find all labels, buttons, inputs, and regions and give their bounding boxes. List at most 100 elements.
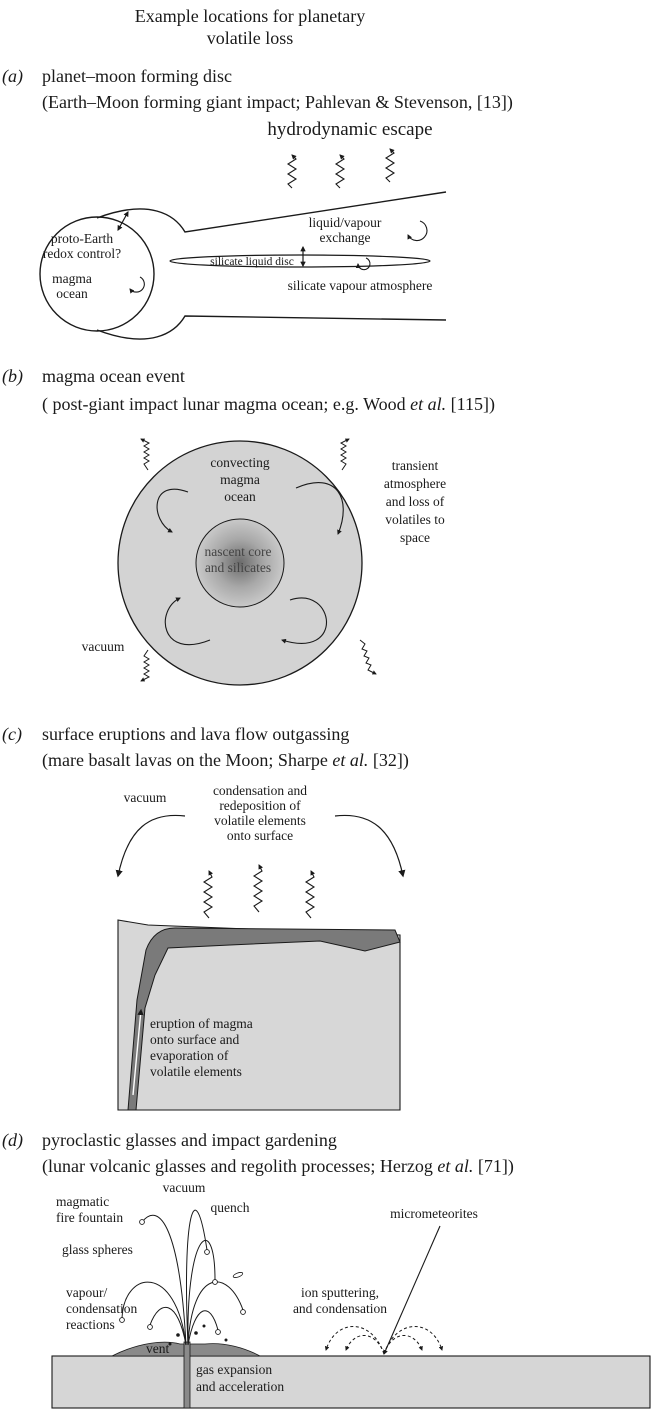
vacuum-label-b: vacuum	[82, 639, 125, 654]
micrometeorites-label: micrometeorites	[390, 1206, 478, 1221]
redox-control-label: redox control?	[43, 246, 121, 261]
magma-label-b: magma	[220, 472, 260, 487]
panel-b: (b) magma ocean event ( post-giant impac…	[2, 366, 495, 686]
panel-a: (a) planet–moon forming disc (Earth–Moon…	[2, 66, 513, 340]
trajectory-2	[185, 1209, 208, 1346]
vapour-atmosphere-label: silicate vapour atmosphere	[288, 278, 433, 293]
ejecta-particle	[202, 1324, 206, 1328]
convection-arrow-2	[295, 482, 344, 535]
condensation-label-3: volatile elements	[214, 813, 306, 828]
panel-b-subheading: ( post-giant impact lunar magma ocean; e…	[42, 394, 495, 415]
panel-d: (d) pyroclastic glasses and impact garde…	[2, 1130, 651, 1409]
glass-sphere	[119, 1317, 125, 1323]
ejecta-particle	[194, 1331, 198, 1335]
escape-arrow-2	[334, 154, 346, 189]
panel-d-letter: (d)	[2, 1130, 23, 1151]
panel-c-subheading: (mare basalt lavas on the Moon; Sharpe e…	[42, 750, 409, 771]
glass-sphere	[212, 1279, 218, 1285]
atmosphere-upper-boundary	[96, 191, 447, 233]
vapour-label-3: reactions	[66, 1317, 115, 1332]
trajectory-1	[141, 1214, 187, 1346]
exchange-label: exchange	[320, 230, 371, 245]
eruption-label-4: volatile elements	[150, 1064, 242, 1079]
trajectory-3	[187, 1239, 216, 1346]
loss-arrow-lower-right	[359, 639, 377, 675]
condensation-label-4: onto surface	[227, 828, 293, 843]
eruption-label-2: onto surface and	[150, 1032, 239, 1047]
panel-c-letter: (c)	[2, 724, 22, 745]
proto-earth-label: proto-Earth	[51, 231, 113, 246]
vacuum-label-c: vacuum	[124, 790, 167, 805]
regolith-surface	[51, 1355, 651, 1409]
vacuum-label-d: vacuum	[163, 1180, 206, 1195]
convection-arrow-4	[281, 597, 328, 644]
glass-sphere	[139, 1219, 145, 1225]
hydrodynamic-escape-label: hydrodynamic escape	[267, 119, 432, 140]
panel-a-subheading: (Earth–Moon forming giant impact; Pahlev…	[42, 92, 513, 113]
loss-arrow-lower-left	[140, 649, 151, 682]
ion-sputtering-label-1: ion sputtering,	[301, 1285, 379, 1300]
convecting-label: convecting	[210, 455, 269, 470]
transient-label-1: transient	[392, 458, 439, 473]
panel-b-heading: magma ocean event	[42, 366, 185, 386]
core-label-1: nascent core	[204, 544, 271, 559]
transient-label-2: atmosphere	[384, 476, 446, 491]
fire-fountain-label-2: fire fountain	[56, 1210, 123, 1225]
outgassing-arrow-3	[304, 870, 316, 919]
magma-circulation-arrow	[129, 276, 145, 294]
ocean-label-b: ocean	[224, 489, 256, 504]
panel-c-heading: surface eruptions and lava flow outgassi…	[42, 724, 349, 744]
ejecta-particle	[168, 1342, 172, 1346]
condensation-label-1: condensation and	[213, 783, 307, 798]
transient-label-4: volatiles to	[385, 512, 445, 527]
sputter-arc-inner-right	[383, 1335, 423, 1355]
glass-spheres-label: glass spheres	[62, 1242, 133, 1257]
eruption-label-1: eruption of magma	[150, 1016, 253, 1031]
gas-expansion-label-1: gas expansion	[196, 1362, 272, 1377]
sputter-arc-outer-left	[324, 1326, 385, 1355]
fire-fountain-label-1: magmatic	[56, 1194, 109, 1209]
vapour-label-1: vapour/	[66, 1285, 107, 1300]
nascent-core	[195, 518, 285, 608]
loss-arrow-upper-right	[339, 438, 350, 471]
glass-droplet	[232, 1272, 244, 1278]
panel-d-subheading: (lunar volcanic glasses and regolith pro…	[42, 1156, 514, 1177]
ion-sputtering-label-2: and condensation	[293, 1301, 387, 1316]
trajectory-6	[149, 1306, 187, 1346]
escape-arrow-1	[286, 154, 298, 189]
exchange-circulation-arrow	[407, 220, 428, 242]
panel-c: (c) surface eruptions and lava flow outg…	[2, 724, 409, 1111]
disc-label: silicate liquid disc	[210, 256, 294, 268]
eruption-label-3: evaporation of	[150, 1048, 229, 1063]
convection-arrow-3	[164, 597, 211, 646]
core-label-2: and silicates	[205, 560, 271, 575]
ejecta-particle	[176, 1333, 180, 1337]
redeposition-arrow-right	[334, 814, 406, 878]
figure-title-line-1: Example locations for planetary	[135, 6, 365, 26]
glass-sphere	[215, 1329, 221, 1335]
figure-title-line-2: volatile loss	[207, 28, 294, 48]
ocean-label: ocean	[56, 286, 88, 301]
magma-label: magma	[52, 271, 92, 286]
convection-arrow-1	[156, 488, 189, 533]
trajectory-4	[121, 1281, 187, 1346]
escape-arrow-3	[384, 148, 396, 183]
gas-expansion-label-2: and acceleration	[196, 1379, 284, 1394]
quench-label: quench	[211, 1200, 250, 1215]
trajectory-7	[187, 1310, 219, 1346]
outgassing-arrow-2	[252, 864, 264, 913]
ejecta-particle	[224, 1338, 228, 1342]
transient-label-3: and loss of	[386, 494, 445, 509]
condensation-label-2: redeposition of	[219, 798, 301, 813]
micrometeorite-arrow	[383, 1225, 441, 1355]
loss-arrow-upper-left	[140, 438, 151, 471]
glass-sphere	[240, 1309, 246, 1315]
volcanic-vent-conduit	[183, 1341, 191, 1409]
lava-flow	[127, 927, 401, 1111]
redeposition-arrow-left	[115, 814, 186, 878]
panel-a-heading: planet–moon forming disc	[42, 66, 232, 86]
panel-d-heading: pyroclastic glasses and impact gardening	[42, 1130, 337, 1150]
outgassing-arrow-1	[202, 870, 214, 919]
